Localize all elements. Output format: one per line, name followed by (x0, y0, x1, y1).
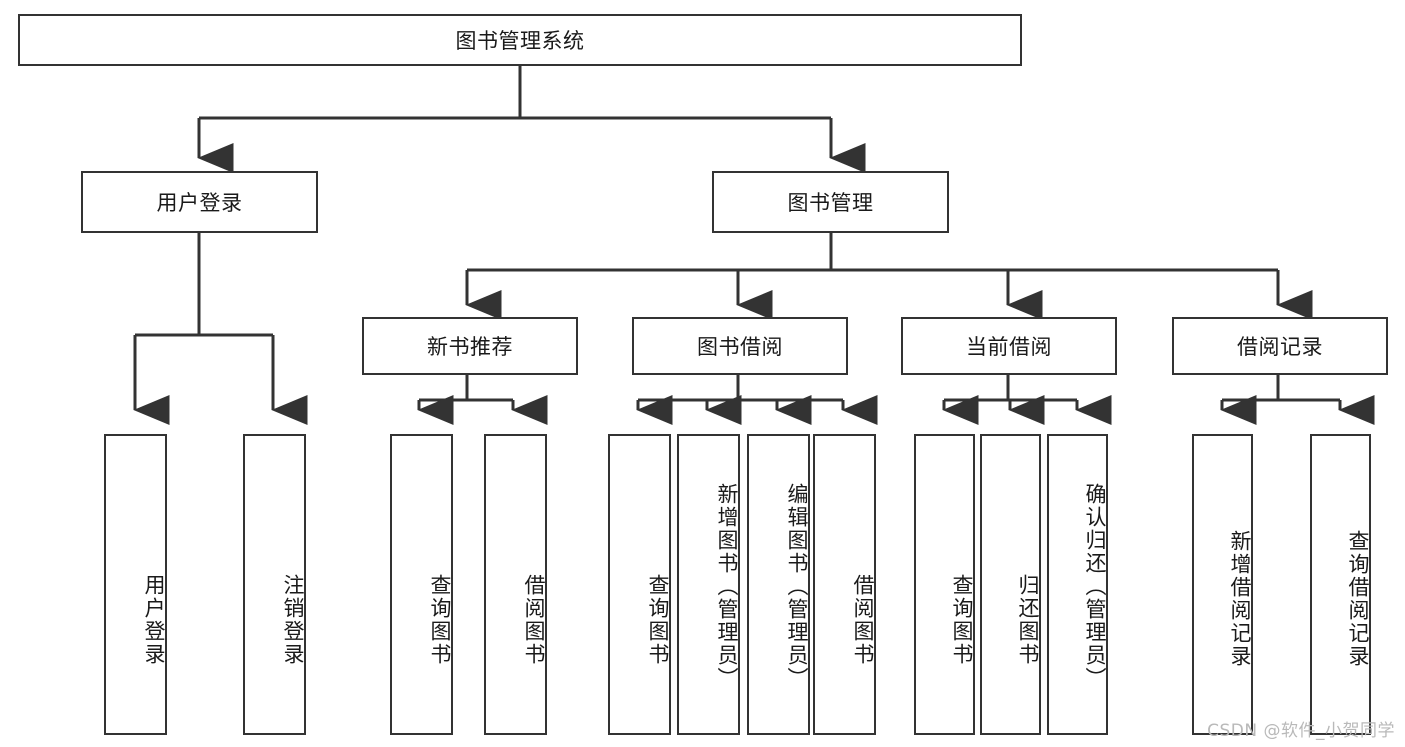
node-user-login-label: 用户登录 (156, 191, 243, 215)
node-new-book-recommend-label: 新书推荐 (427, 335, 513, 359)
node-leaf-borrow-book-borrow-label: 借阅图书 (851, 573, 875, 666)
node-leaf-query-borrow-record-label: 查询借阅记录 (1346, 529, 1370, 668)
node-leaf-return-book-label: 归还图书 (1016, 573, 1040, 666)
node-root[interactable]: 图书管理系统 (18, 14, 1022, 66)
node-new-book-recommend[interactable]: 新书推荐 (362, 317, 578, 375)
node-leaf-query-book-borrow[interactable]: 查询图书 (608, 434, 671, 735)
node-leaf-user-login[interactable]: 用户登录 (104, 434, 167, 735)
node-leaf-query-book-recommend[interactable]: 查询图书 (390, 434, 453, 735)
node-leaf-query-borrow-record[interactable]: 查询借阅记录 (1310, 434, 1371, 735)
node-leaf-query-book-current[interactable]: 查询图书 (914, 434, 975, 735)
node-user-login[interactable]: 用户登录 (81, 171, 318, 233)
node-leaf-add-borrow-record[interactable]: 新增借阅记录 (1192, 434, 1253, 735)
node-current-borrow[interactable]: 当前借阅 (901, 317, 1117, 375)
node-leaf-add-book-admin[interactable]: 新增图书（管理员） (677, 434, 740, 735)
node-leaf-add-book-admin-label: 新增图书（管理员） (715, 483, 739, 690)
node-leaf-borrow-book-borrow[interactable]: 借阅图书 (813, 434, 876, 735)
node-leaf-edit-book-admin-label: 编辑图书（管理员） (785, 483, 809, 690)
node-leaf-return-book[interactable]: 归还图书 (980, 434, 1041, 735)
node-borrow-record[interactable]: 借阅记录 (1172, 317, 1388, 375)
node-book-borrow-label: 图书借阅 (697, 335, 783, 359)
node-leaf-user-login-label: 用户登录 (142, 573, 166, 666)
node-current-borrow-label: 当前借阅 (966, 335, 1052, 359)
watermark-text: CSDN @软件_小贺同学 (1207, 721, 1395, 741)
node-book-management-label: 图书管理 (787, 191, 874, 215)
node-leaf-logout[interactable]: 注销登录 (243, 434, 306, 735)
node-book-management[interactable]: 图书管理 (712, 171, 949, 233)
node-leaf-edit-book-admin[interactable]: 编辑图书（管理员） (747, 434, 810, 735)
node-book-borrow[interactable]: 图书借阅 (632, 317, 848, 375)
node-leaf-query-book-borrow-label: 查询图书 (646, 573, 670, 666)
node-leaf-query-book-current-label: 查询图书 (950, 573, 974, 666)
node-root-label: 图书管理系统 (455, 29, 585, 53)
node-leaf-confirm-return-admin[interactable]: 确认归还（管理员） (1047, 434, 1108, 735)
node-leaf-add-borrow-record-label: 新增借阅记录 (1228, 529, 1252, 668)
node-leaf-logout-label: 注销登录 (281, 573, 305, 666)
node-borrow-record-label: 借阅记录 (1237, 335, 1323, 359)
node-leaf-borrow-book-recommend[interactable]: 借阅图书 (484, 434, 547, 735)
node-leaf-borrow-book-recommend-label: 借阅图书 (522, 573, 546, 666)
node-leaf-confirm-return-admin-label: 确认归还（管理员） (1083, 483, 1107, 690)
node-leaf-query-book-recommend-label: 查询图书 (428, 573, 452, 666)
